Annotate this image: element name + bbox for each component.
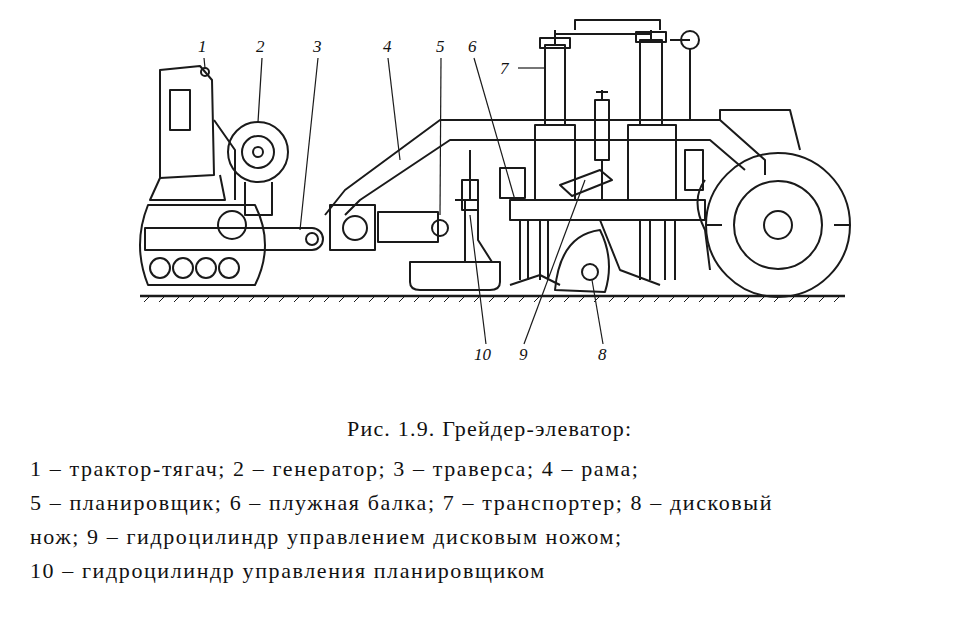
callout-number: 1 <box>198 38 207 55</box>
legend-line: нож; 9 – гидроцилиндр управлением дисков… <box>30 526 623 548</box>
callout-number: 6 <box>468 38 477 55</box>
legend-line: 1 – трактор-тягач; 2 – генератор; 3 – тр… <box>30 458 640 480</box>
legend-line: 5 – планировщик; 6 – плужная балка; 7 – … <box>30 492 773 514</box>
callout-number: 4 <box>383 38 392 55</box>
leader-lines <box>204 58 603 344</box>
traverse <box>145 228 323 250</box>
callout-number: 2 <box>256 38 265 55</box>
plough-beam <box>500 90 705 285</box>
figure-caption: Рис. 1.9. Грейдер-элеватор: <box>347 418 632 440</box>
generator <box>228 122 288 215</box>
tractor <box>140 66 265 285</box>
legend-line: 10 – гидроцилиндр управления планировщик… <box>30 560 546 582</box>
callout-number: 9 <box>519 346 528 363</box>
callout-number: 7 <box>500 60 509 77</box>
transporter <box>535 20 699 200</box>
callout-number: 5 <box>436 38 445 55</box>
rear-wheel <box>698 153 851 297</box>
callout-number: 3 <box>313 38 322 55</box>
callout-number: 8 <box>598 346 607 363</box>
ground <box>140 296 845 302</box>
planner <box>410 150 500 290</box>
callout-number: 10 <box>474 346 491 363</box>
